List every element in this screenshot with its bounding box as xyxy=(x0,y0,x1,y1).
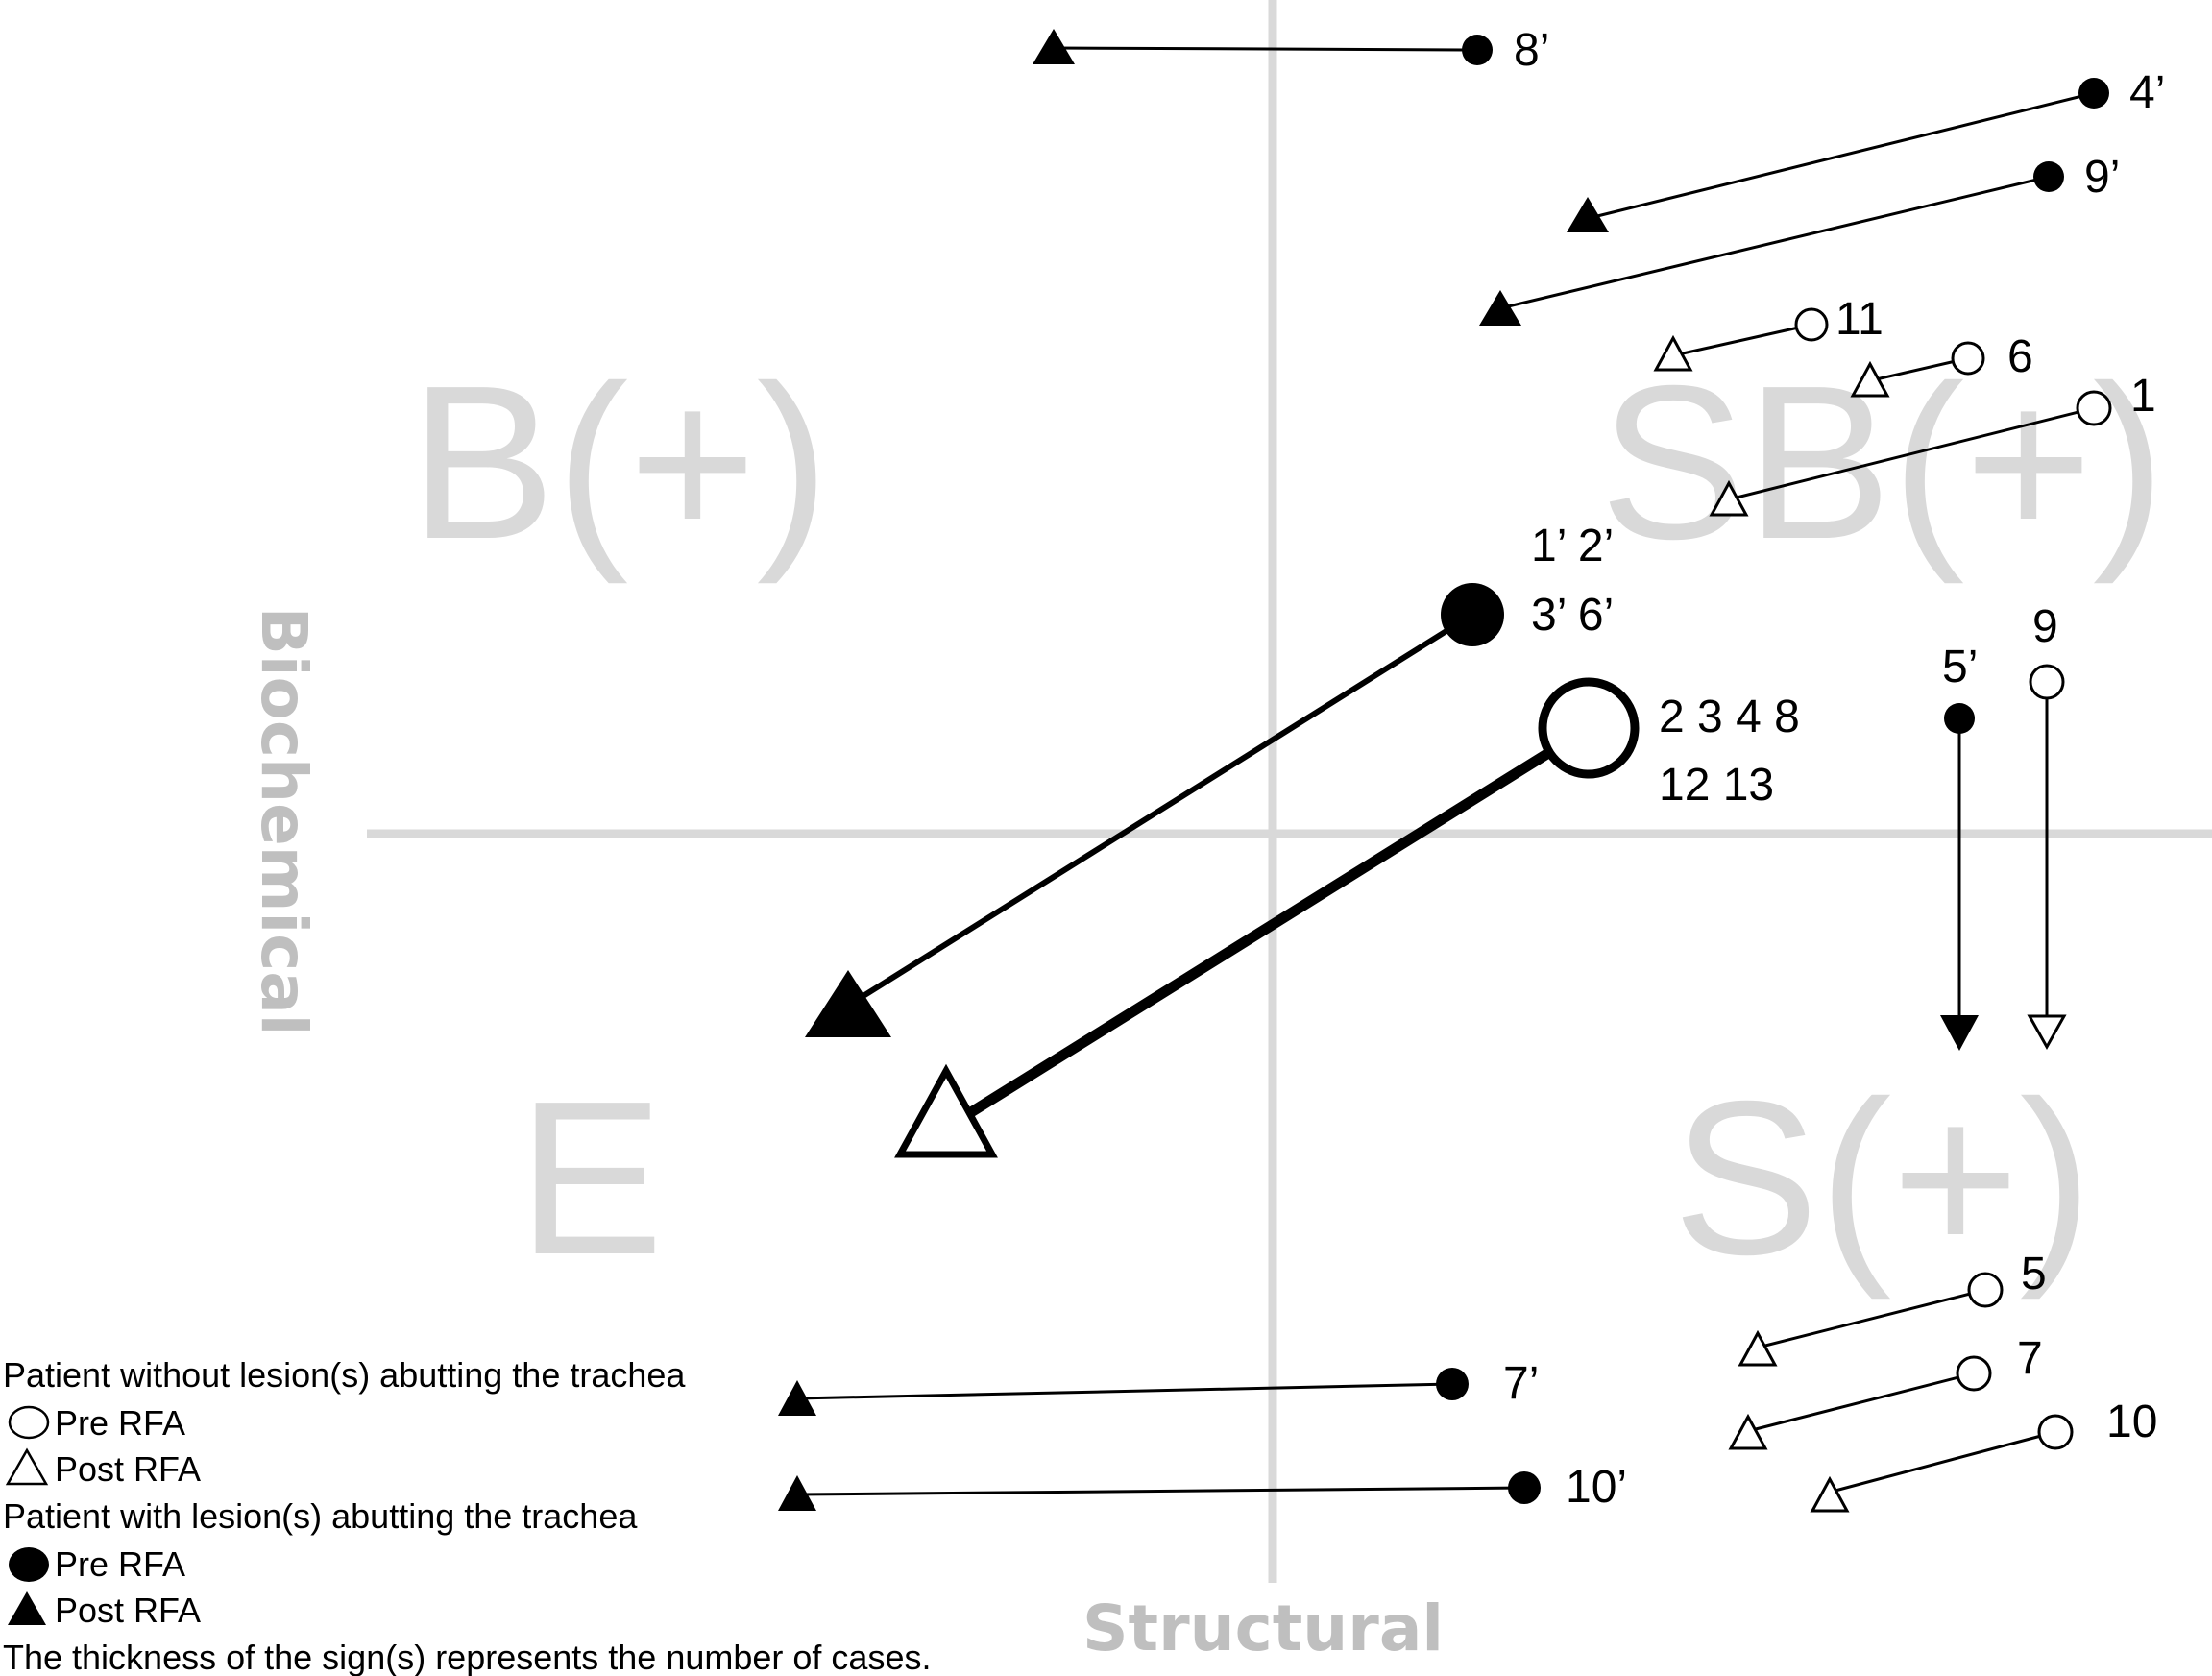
trajectory-line xyxy=(796,1382,1453,1400)
trajectory-line xyxy=(1051,46,1478,52)
post-rfa-marker xyxy=(1709,479,1749,517)
patient-trajectory: 7’ xyxy=(778,1358,1539,1416)
post-rfa-marker xyxy=(1728,1413,1768,1450)
patient-label: 9’ xyxy=(2084,152,2120,203)
pre-rfa-marker xyxy=(2033,161,2064,192)
patient-trajectory: 11 xyxy=(1653,294,1884,372)
patient-label: 1 xyxy=(2130,371,2156,422)
post-rfa-marker xyxy=(2027,1014,2067,1051)
legend-thickness-note: The thickness of the sign(s) represents … xyxy=(3,1638,931,1676)
pre-rfa-marker xyxy=(1538,677,1640,779)
post-rfa-marker xyxy=(1033,29,1075,64)
post-rfa-marker xyxy=(778,1475,816,1511)
patient-label: 3’ 6’ xyxy=(1531,590,1614,641)
pre-rfa-marker xyxy=(1951,341,1985,376)
structural-axis-title: Structural xyxy=(1082,1591,1444,1665)
post-rfa-marker xyxy=(805,970,891,1037)
patient-trajectory: 10’ xyxy=(778,1462,1627,1513)
pre-rfa-marker xyxy=(2029,664,2065,700)
patient-label: 11 xyxy=(1835,294,1884,345)
trajectory-line xyxy=(1673,323,1812,357)
post-rfa-marker xyxy=(778,1380,816,1416)
post-rfa-marker xyxy=(1567,197,1609,232)
patient-trajectory: 9’ xyxy=(1479,152,2120,326)
patient-label: 10’ xyxy=(1566,1462,1627,1513)
patient-label: 1’ 2’ xyxy=(1531,521,1614,571)
pre-rfa-marker xyxy=(1436,1368,1469,1400)
patient-trajectory: 1 xyxy=(1709,371,2156,517)
trajectory-line xyxy=(1831,1430,2056,1494)
legend-pre-rfa-filled: Pre RFA xyxy=(55,1544,185,1584)
patient-label: 5’ xyxy=(1942,642,1978,692)
patient-label: 2 3 4 8 xyxy=(1659,692,1800,742)
pre-rfa-marker xyxy=(1967,1272,2004,1308)
post-rfa-marker xyxy=(1653,334,1693,372)
post-rfa-marker xyxy=(894,1063,998,1158)
patient-trajectory: 9 xyxy=(2027,601,2067,1051)
pre-rfa-marker xyxy=(1462,35,1493,65)
patient-trajectory: 10 xyxy=(1810,1397,2157,1513)
trajectory-line xyxy=(1728,406,2095,501)
trajectory-line xyxy=(841,612,1474,1011)
trajectory-line xyxy=(1757,1288,1986,1349)
trajectory-line xyxy=(1589,91,2095,220)
legend-pre-rfa-open: Pre RFA xyxy=(55,1403,185,1443)
patient-trajectory: 2 3 4 8 12 13 xyxy=(894,677,1800,1158)
patient-trajectory: 7 xyxy=(1728,1333,2043,1450)
patient-trajectory: 6 xyxy=(1850,331,2033,398)
post-rfa-marker xyxy=(1850,360,1890,398)
pre-rfa-marker xyxy=(1441,583,1504,646)
pre-rfa-marker xyxy=(2076,390,2112,426)
patient-label: 12 13 xyxy=(1659,760,1774,811)
post-rfa-marker xyxy=(1738,1329,1778,1367)
patient-label: 6 xyxy=(2007,331,2033,382)
legend-open-triangle-icon xyxy=(5,1447,49,1486)
trajectory-line xyxy=(796,1486,1525,1496)
legend-post-rfa-filled: Post RFA xyxy=(55,1591,201,1630)
patient-label: 4’ xyxy=(2129,67,2165,118)
patient-trajectory: 1’ 2’ 3’ 6’ xyxy=(805,521,1614,1037)
patient-trajectory: 5’ xyxy=(1940,642,1979,1051)
quadrant-label-b-plus: B(+) xyxy=(409,341,829,585)
quadrant-label-s-plus: S(+) xyxy=(1672,1057,2092,1300)
pre-rfa-marker xyxy=(1794,307,1829,342)
patient-label: 5 xyxy=(2021,1249,2047,1300)
quadrant-label-sb-plus: SB(+) xyxy=(1599,341,2165,585)
trajectory-line xyxy=(1747,1372,1975,1433)
legend-open-circle-icon xyxy=(8,1405,50,1440)
legend-filled-triangle-icon xyxy=(8,1591,46,1625)
patient-label: 7 xyxy=(2017,1333,2043,1384)
patient-label: 10 xyxy=(2106,1397,2157,1447)
trajectory-line xyxy=(1499,175,2050,310)
legend-filled-circle-icon xyxy=(9,1547,49,1582)
post-rfa-marker xyxy=(1479,290,1521,326)
pre-rfa-marker xyxy=(2078,78,2109,109)
pre-rfa-marker xyxy=(2037,1414,2074,1450)
patient-trajectory: 5 xyxy=(1738,1249,2047,1367)
patient-label: 9 xyxy=(2032,601,2058,652)
trajectory-line xyxy=(953,723,1592,1127)
legend-post-rfa-open: Post RFA xyxy=(55,1449,201,1489)
legend: Patient without lesion(s) abutting the t… xyxy=(3,1355,931,1676)
legend-heading-without-lesion: Patient without lesion(s) abutting the t… xyxy=(3,1355,686,1395)
pre-rfa-marker xyxy=(1508,1471,1541,1504)
post-rfa-marker xyxy=(1810,1475,1850,1513)
post-rfa-marker xyxy=(1940,1015,1979,1051)
patient-label: 8’ xyxy=(1514,25,1549,76)
pre-rfa-marker xyxy=(1956,1355,1992,1392)
patient-trajectory: 8’ xyxy=(1033,25,1549,76)
biochemical-axis-title: Biochemical xyxy=(247,607,321,1036)
patient-label: 7’ xyxy=(1503,1358,1539,1409)
patient-trajectory: 4’ xyxy=(1567,67,2165,232)
quadrant-label-e: E xyxy=(518,1057,664,1300)
legend-heading-with-lesion: Patient with lesion(s) abutting the trac… xyxy=(3,1496,638,1536)
pre-rfa-marker xyxy=(1944,703,1975,734)
